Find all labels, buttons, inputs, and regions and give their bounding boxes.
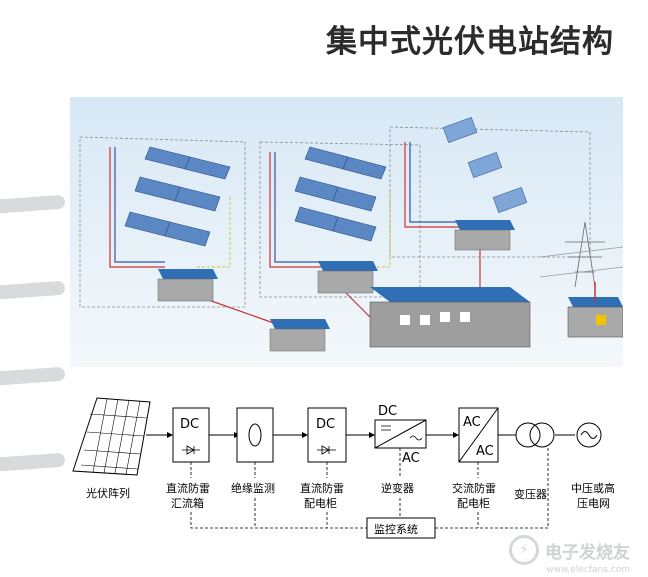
- panel-row: [124, 146, 387, 247]
- dc-cabinet-label-1: 直流防雷: [300, 481, 344, 495]
- combiner-box: [157, 220, 515, 352]
- dc-cabinet-label-2: 配电柜: [304, 497, 337, 510]
- ac-cabinet-box: [458, 407, 499, 463]
- watermark-url: www.elecfans.com: [546, 565, 630, 575]
- dc-combiner-tag: DC: [180, 417, 199, 432]
- pv-plant-illustration: [70, 97, 623, 367]
- monitoring-system-box: [366, 517, 436, 539]
- grid-label-1: 中压或高: [571, 481, 615, 495]
- watermark-text: 电子发烧友: [545, 542, 630, 563]
- ac-cabinet-tag-out: AC: [476, 444, 494, 459]
- pv-array-icon: [72, 397, 151, 476]
- pv-array-label: 光伏阵列: [86, 486, 130, 500]
- inverter-tag-out: AC: [402, 451, 420, 466]
- transformer-icon: [515, 422, 555, 448]
- page-title: 集中式光伏电站结构: [326, 24, 614, 60]
- insulation-label: 绝缘监测: [231, 481, 275, 495]
- ac-cabinet-tag-in: AC: [463, 415, 481, 430]
- system-block-diagram: 光伏阵列 DC 直流防雷 汇流箱 绝缘监测 DC 直流防雷 配电柜 DC AC …: [72, 397, 615, 539]
- decor-stripe: [0, 194, 66, 216]
- monitoring-label: 监控系统: [374, 522, 418, 536]
- decor-stripe: [0, 280, 66, 302]
- insulation-monitor-box: [236, 407, 274, 463]
- pylon: [539, 221, 623, 288]
- ac-cabinet-label-1: 交流防雷: [452, 481, 496, 495]
- ac-cabinet-label-2: 配电柜: [457, 497, 490, 510]
- watermark: ⚡ 电子发烧友: [509, 535, 630, 565]
- dc-cabinet-tag: DC: [316, 417, 335, 432]
- dc-combiner-box: [172, 407, 210, 463]
- inverter-box: [374, 419, 427, 449]
- dc-combiner-label-2: 汇流箱: [171, 496, 204, 510]
- grid-label-2: 压电网: [577, 497, 610, 510]
- inverter-tag-in: DC: [378, 404, 397, 419]
- transformer-label: 变压器: [514, 487, 547, 501]
- dc-cabinet-box: [307, 407, 347, 463]
- inverter-label: 逆变器: [381, 481, 414, 495]
- dc-combiner-label-1: 直流防雷: [166, 481, 210, 495]
- elecfans-logo-icon: ⚡: [509, 535, 539, 565]
- grid-icon: [576, 422, 602, 448]
